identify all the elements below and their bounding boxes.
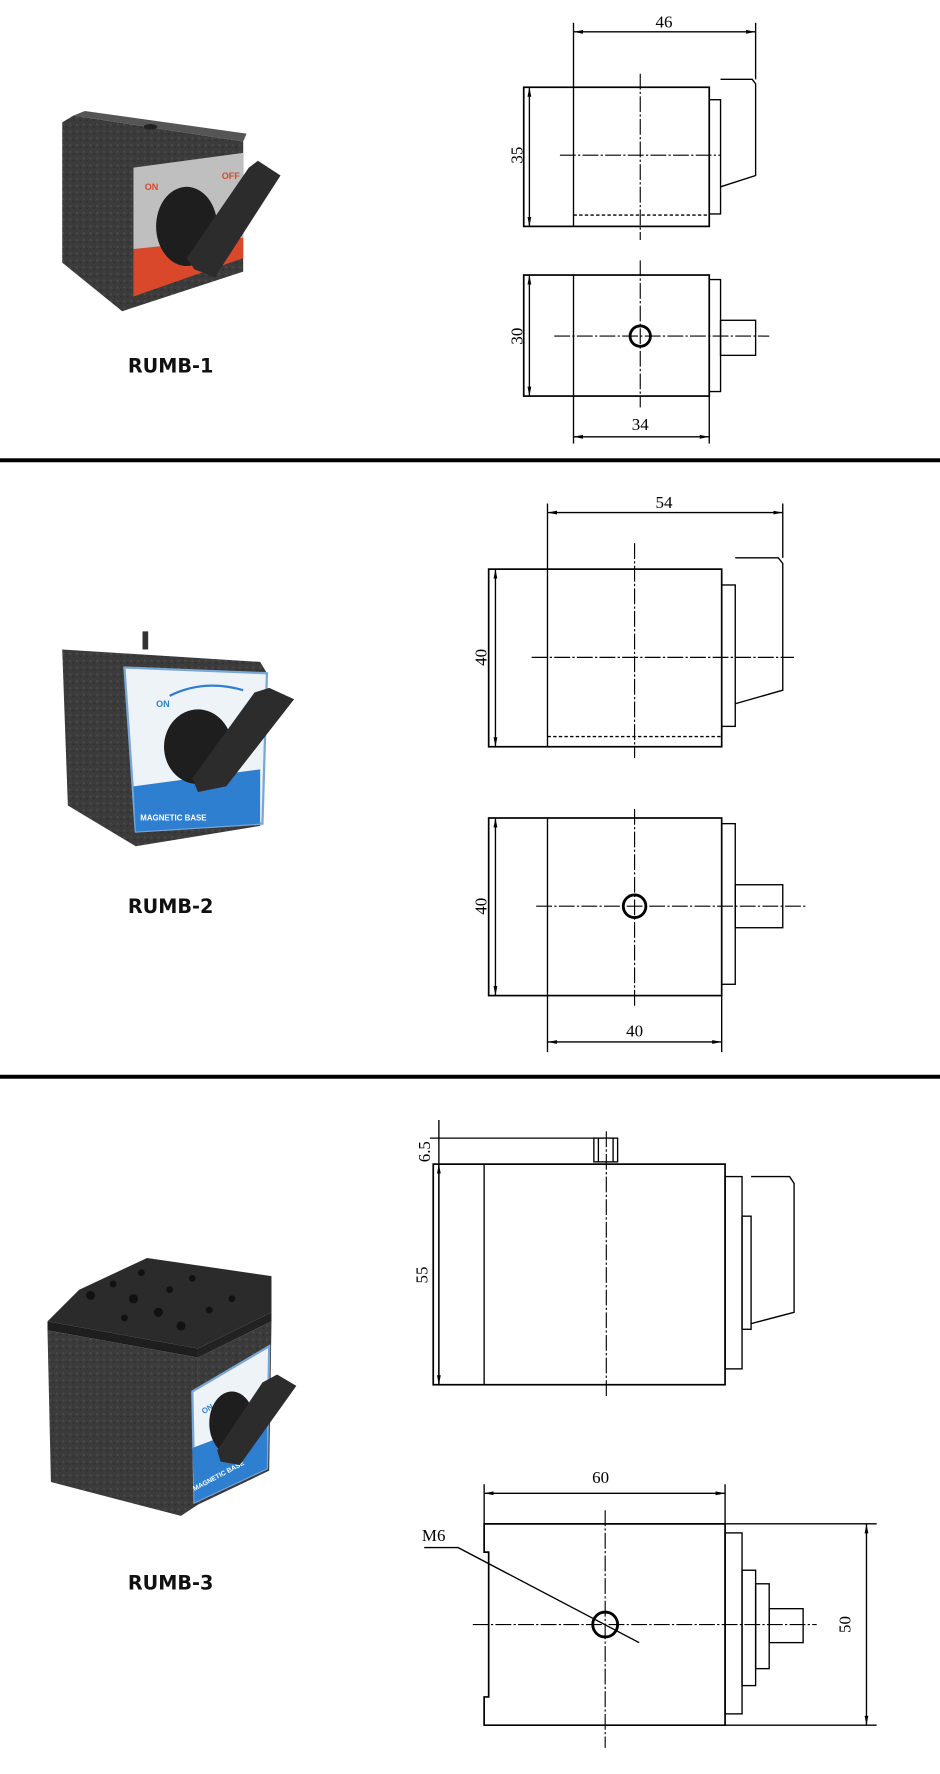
drawing-rumb-1-side: 35 46	[508, 12, 757, 240]
section-divider	[0, 1074, 940, 1079]
dim-height: 55	[413, 1267, 432, 1284]
plate-off-text: OFF	[222, 171, 241, 181]
plate-on-text: ON	[145, 182, 159, 192]
drawing-rumb-2-side: 40 54	[471, 493, 795, 759]
plate-on-text: ON	[156, 699, 170, 709]
dim-length: 60	[592, 1468, 609, 1487]
drawing-rumb-3-side: 6.5 55	[413, 1120, 795, 1398]
dim-width: 40	[471, 898, 490, 915]
product-photo-rumb-1: ON OFF	[62, 111, 281, 312]
product-label-rumb-2: RUMB-2	[128, 895, 214, 918]
drawing-rumb-1-top: 30 34	[508, 260, 770, 444]
product-label-rumb-3: RUMB-3	[128, 1571, 214, 1594]
dim-stud: 6.5	[415, 1141, 434, 1162]
drawing-rumb-3-top: M6 60 50	[422, 1468, 877, 1748]
dim-width: 50	[836, 1616, 855, 1633]
dim-length: 54	[656, 493, 673, 512]
drawing-rumb-2-top: 40 40	[471, 808, 808, 1053]
dim-height: 35	[508, 147, 527, 164]
product-photo-rumb-2: ON MAGNETIC BASE	[62, 631, 295, 847]
dim-body: 34	[632, 415, 649, 434]
plate-bottom-text: MAGNETIC BASE	[140, 813, 206, 822]
dim-body: 40	[626, 1021, 643, 1040]
dim-height: 40	[471, 649, 490, 666]
dim-width: 30	[508, 328, 527, 345]
section-divider	[0, 458, 940, 463]
product-label-rumb-1: RUMB-1	[128, 354, 214, 377]
dim-length: 46	[656, 12, 673, 31]
product-photo-rumb-3: ON MAGNETIC BASE	[47, 1258, 297, 1516]
dim-thread: M6	[422, 1526, 446, 1545]
